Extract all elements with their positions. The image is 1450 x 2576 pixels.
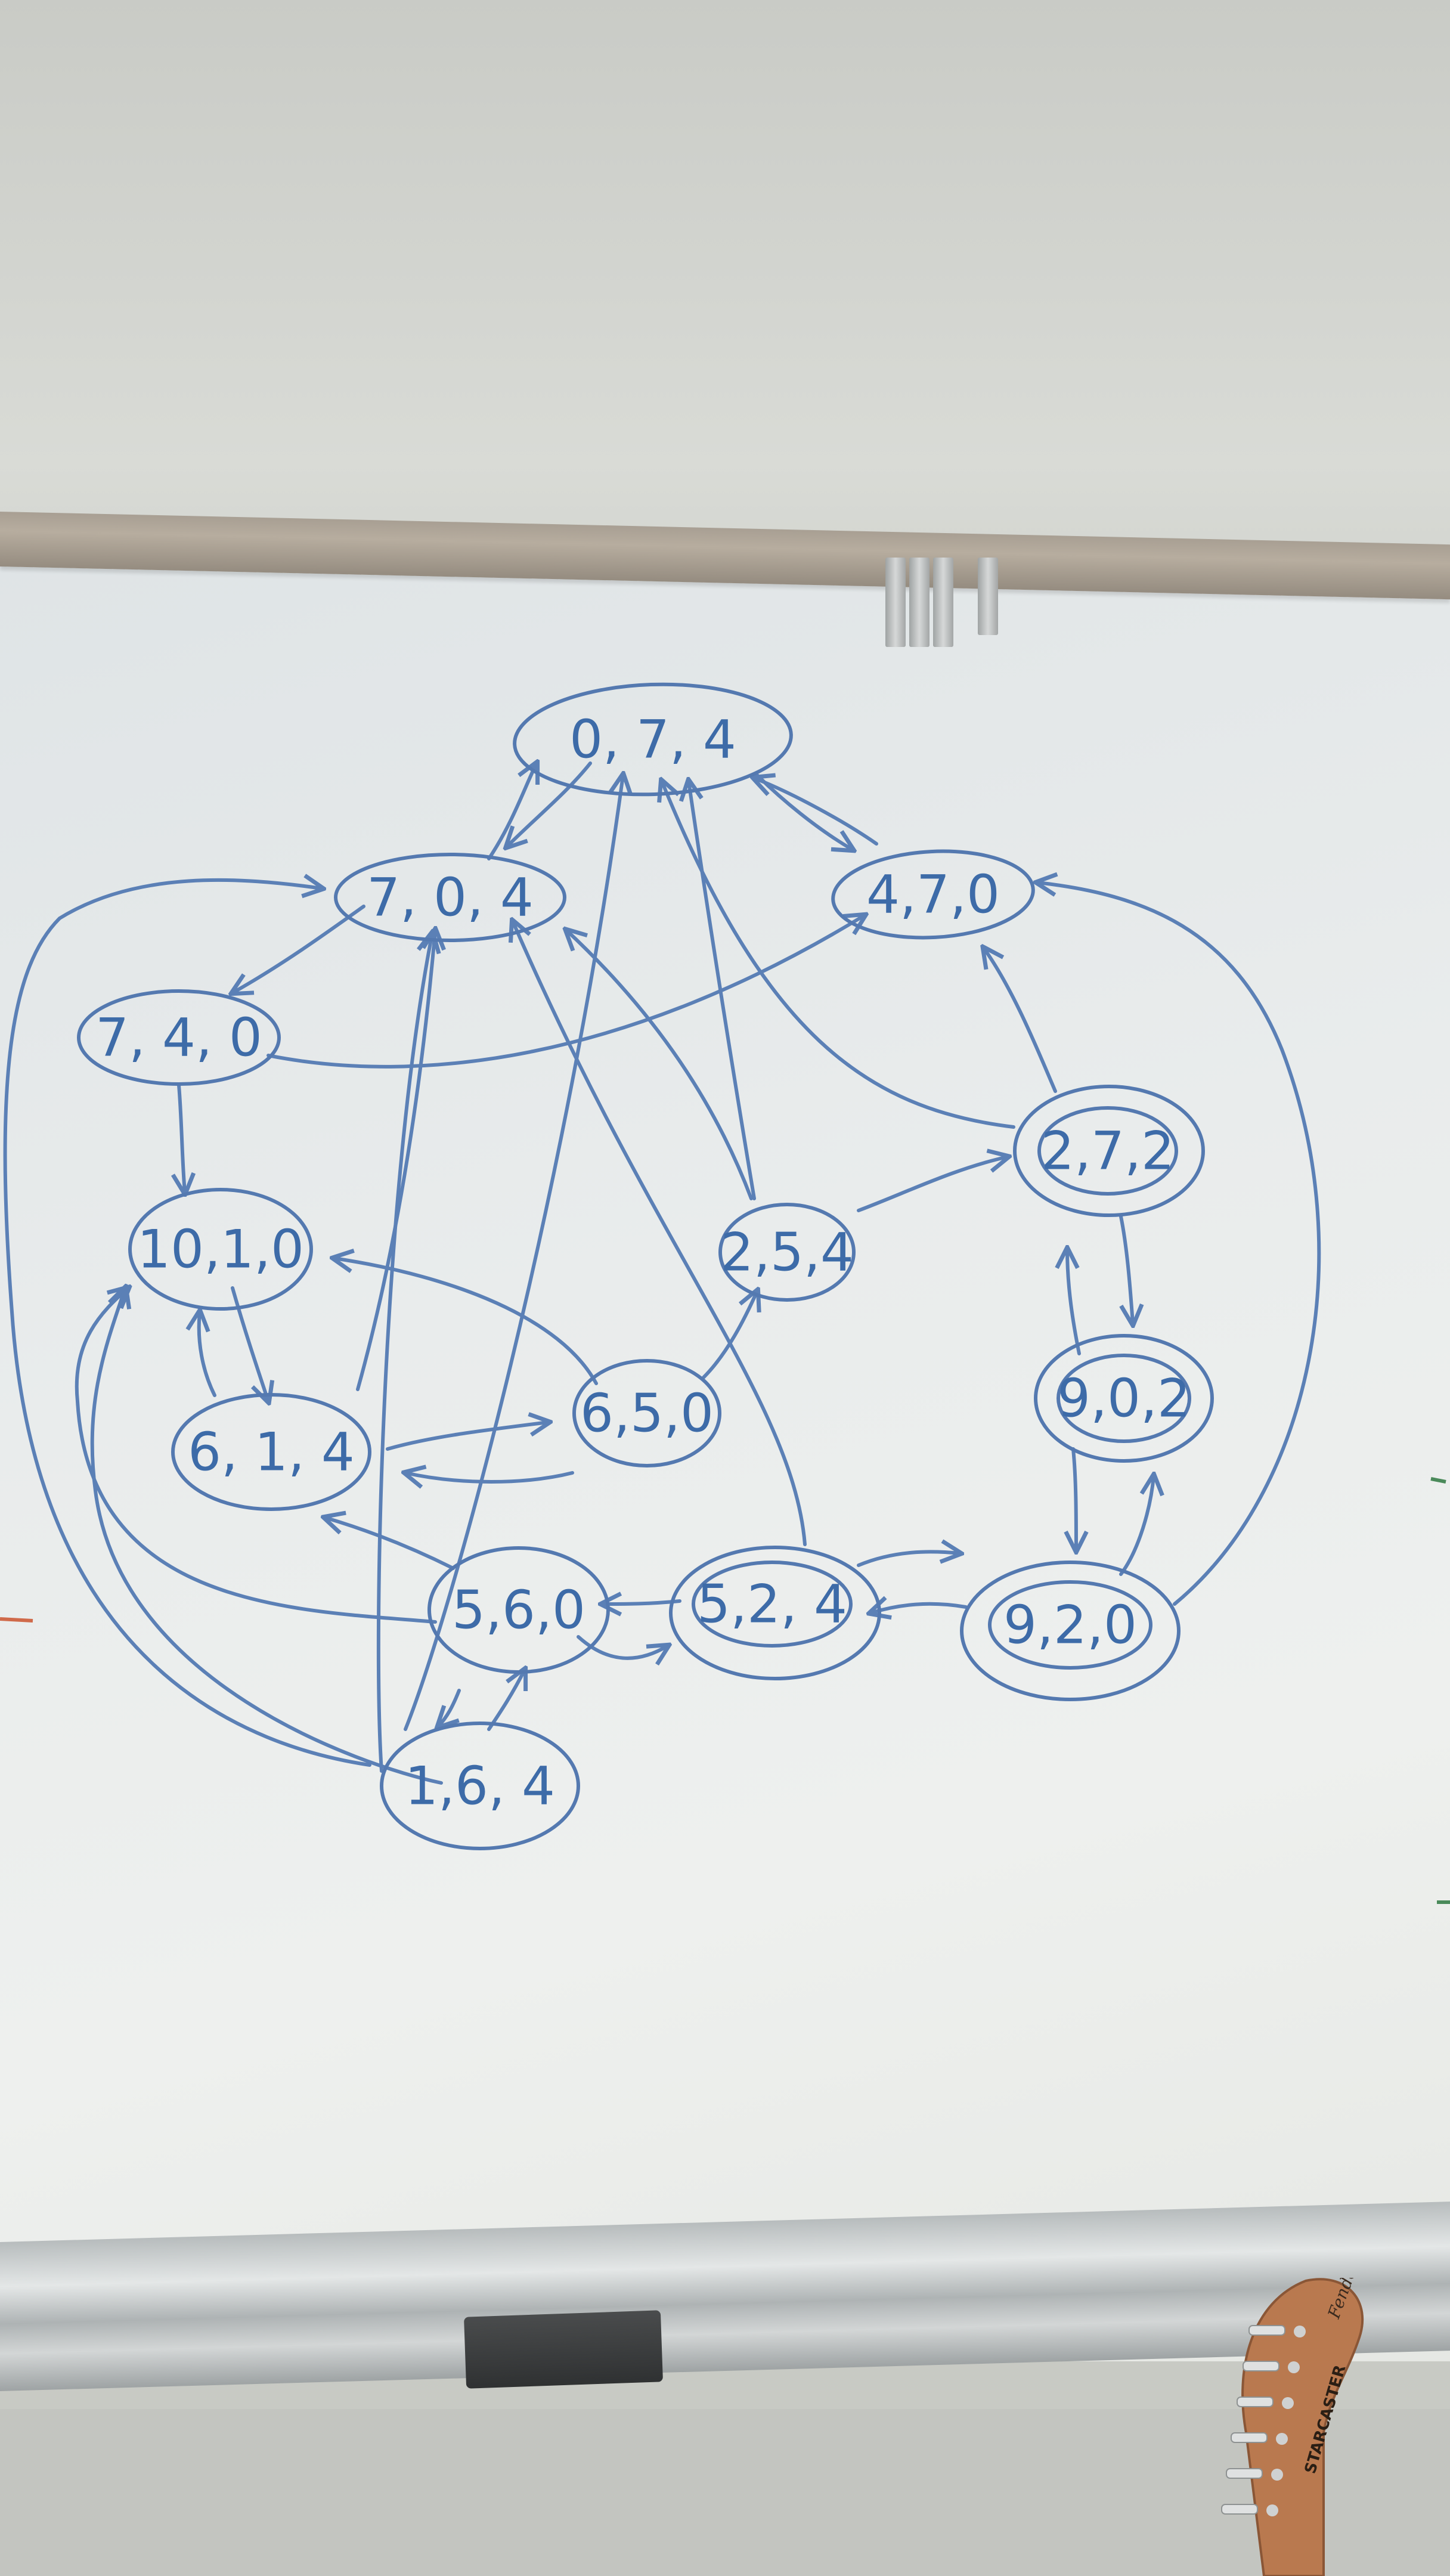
node-272-label: 2,7,2 [1041,1120,1175,1182]
node-524: 5,2, 4 [669,1546,881,1680]
edges [3,761,1321,1785]
node-560-label: 5,6,0 [452,1580,585,1641]
node-902-label: 9,0,2 [1057,1368,1191,1429]
lower-wall [0,2409,1450,2576]
edge [754,778,878,846]
node-470: 4,7,0 [831,849,1035,940]
edge [325,1518,455,1570]
guitar-headstock: Fender STARCASTER [1221,2278,1364,2576]
edge [233,905,365,993]
node-272: 2,7,2 [1013,1085,1205,1217]
edge [1119,1215,1133,1324]
edge [75,1288,437,1624]
edge [870,1604,968,1613]
node-1010: 10,1,0 [128,1188,313,1311]
edge [602,1601,681,1604]
edge [857,1157,1008,1212]
node-1010-label: 10,1,0 [137,1219,304,1280]
edge [438,1689,461,1726]
node-074-label: 0, 7, 4 [569,709,736,770]
node-164-label: 1,6, 4 [405,1755,555,1817]
edge [404,775,623,1731]
node-614-label: 6, 1, 4 [188,1422,355,1483]
green-marker-mark [1430,1477,1446,1484]
whiteboard [0,555,1450,2361]
node-164: 1,6, 4 [380,1722,580,1850]
edge [334,1258,598,1385]
edge [199,1312,216,1397]
edge [702,1291,757,1379]
node-704: 7, 0, 4 [334,853,566,942]
edge [662,781,1015,1129]
edge [231,1286,268,1401]
node-650: 6,5,0 [572,1359,721,1467]
edge [487,763,537,860]
paper-clip [978,558,998,635]
edge [577,1635,668,1658]
edge [3,880,371,1767]
red-marker-mark [0,1617,33,1623]
node-740: 7, 4, 0 [77,989,281,1086]
edge [507,761,592,847]
node-254: 2,5,4 [718,1203,856,1302]
eraser [464,2310,663,2389]
node-254-label: 2,5,4 [720,1222,854,1283]
edge [1067,1249,1081,1355]
edge [984,948,1057,1093]
paper-clip [933,558,953,647]
node-920: 9,2,0 [960,1561,1181,1701]
node-902: 9,0,2 [1034,1334,1214,1463]
node-470-label: 4,7,0 [866,864,1000,925]
edge [487,1670,525,1731]
edge [1037,883,1321,1606]
paper-clip [885,558,906,647]
node-560: 5,6,0 [427,1546,610,1674]
edge [689,781,756,1200]
node-524-label: 5,2, 4 [697,1574,847,1635]
edge [857,1552,960,1567]
node-614: 6, 1, 4 [171,1393,371,1511]
edge [376,933,432,1773]
node-704-label: 7, 0, 4 [367,867,534,928]
paper-clip [909,558,930,647]
edge [386,1422,549,1451]
node-650-label: 6,5,0 [580,1383,714,1444]
tuner-keys [1221,2325,1285,2515]
node-074: 0, 7, 4 [513,682,793,797]
edge [90,1288,443,1785]
edge [566,930,753,1200]
node-920-label: 9,2,0 [1003,1594,1137,1656]
tuning-pegs [1266,2326,1306,2516]
node-740-label: 7, 4, 0 [95,1007,262,1069]
edge [179,1083,185,1193]
edge [1119,1476,1154,1576]
nodes: 0, 7, 4 7, 0, 4 4,7,0 7, 4, 0 2,7,2 10,1… [77,682,1214,1850]
edge [1073,1447,1076,1550]
edge [405,1473,574,1482]
edge [356,930,435,1391]
